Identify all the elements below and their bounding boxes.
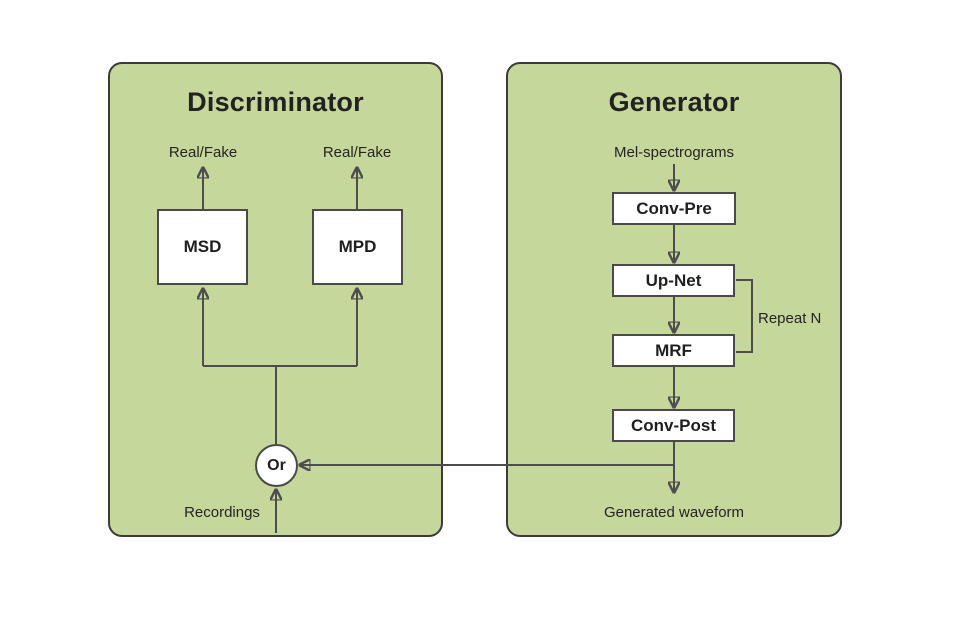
mel-spectrograms-label: Mel-spectrograms [613,144,735,161]
msd-node: MSD [157,209,248,285]
repeat-n-label: Repeat N [758,310,822,327]
recordings-label: Recordings [184,504,260,521]
conv-post-node: Conv-Post [612,409,735,442]
mrf-node: MRF [612,334,735,367]
generator-title: Generator [608,87,740,117]
generated-waveform-label: Generated waveform [603,504,745,521]
or-junction: Or [255,444,298,487]
realfake-label-mpd: Real/Fake [322,144,392,161]
up-net-node: Up-Net [612,264,735,297]
discriminator-title: Discriminator [187,87,364,117]
conv-pre-node: Conv-Pre [612,192,736,225]
mpd-node: MPD [312,209,403,285]
generator-panel [506,62,842,537]
realfake-label-msd: Real/Fake [168,144,238,161]
